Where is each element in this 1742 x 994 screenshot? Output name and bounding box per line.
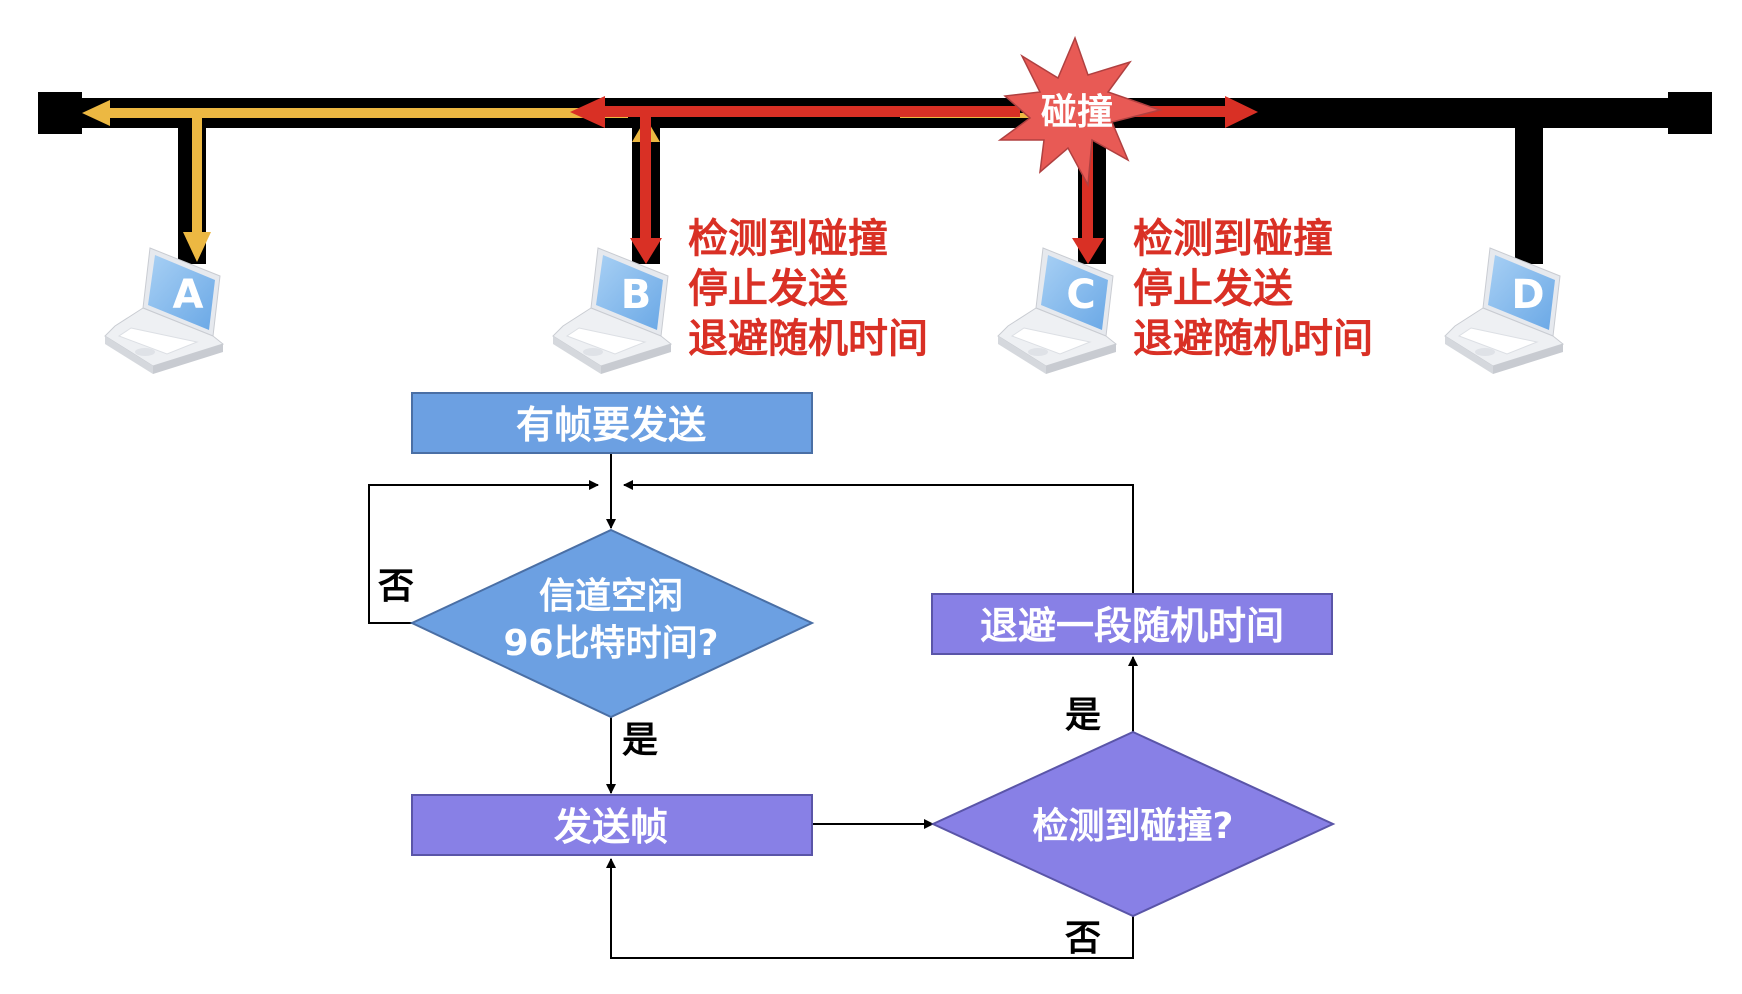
collision-arrowhead-right [1225, 96, 1258, 128]
collision-no-label: 否 [1065, 918, 1101, 959]
collision-line-left [600, 106, 1020, 117]
collision-yes-label: 是 [1065, 695, 1101, 736]
connector-detect-no-loop [606, 858, 1134, 959]
idle-no-label: 否 [378, 566, 414, 607]
send-frame-label: 发送帧 [554, 805, 668, 849]
collision-starburst: 碰撞 [997, 35, 1163, 188]
collision-arrowhead-left [570, 96, 605, 128]
decision-channel-idle [409, 528, 815, 719]
flowchart-connectors [368, 453, 1138, 959]
annotation-c: 检测到碰撞 停止发送 退避随机时间 [1133, 216, 1373, 362]
station-a: A [104, 247, 224, 375]
annotation-b-line-3: 退避随机时间 [688, 316, 928, 362]
station-b: B [552, 247, 672, 375]
collision-drop-b [640, 112, 651, 242]
starburst-icon [997, 35, 1163, 188]
connector-idle-no-loop [368, 480, 599, 624]
signal-a-drop [192, 113, 202, 233]
signal-a-line [108, 108, 628, 118]
station-d-label: D [1511, 272, 1544, 318]
signal-a-arrowhead-left [82, 100, 110, 126]
collision-signal [570, 96, 1258, 264]
annotation-b-line-2: 停止发送 [688, 266, 848, 312]
decision-collision-label: 检测到碰撞? [1033, 806, 1234, 847]
annotation-b: 检测到碰撞 停止发送 退避随机时间 [688, 216, 928, 362]
station-b-label: B [621, 272, 652, 318]
decision-idle-line-1: 信道空闲 [539, 576, 683, 617]
flowchart: 有帧要发送 信道空闲 96比特时间? 发送帧 检测到碰撞? 退避一段随机时间 否… [368, 392, 1336, 959]
backoff-box [931, 593, 1333, 655]
collision-label: 碰撞 [1041, 92, 1113, 133]
annotation-c-line-3: 退避随机时间 [1133, 316, 1373, 362]
drop-cable-d [1515, 124, 1543, 264]
collision-arrowhead-c [1072, 238, 1104, 264]
idle-yes-label: 是 [622, 720, 658, 761]
collision-arrowhead-b [630, 238, 662, 264]
station-c-label: C [1066, 272, 1095, 318]
decision-idle-line-2: 96比特时间? [504, 623, 719, 664]
station-d: D [1444, 247, 1564, 375]
backoff-label: 退避一段随机时间 [980, 604, 1284, 648]
station-c: C [997, 247, 1117, 375]
collision-drop-c [1082, 130, 1093, 242]
send-frame-box [411, 794, 813, 856]
collision-line-right [1120, 106, 1230, 117]
annotation-c-line-1: 检测到碰撞 [1133, 216, 1333, 262]
signal-a-arrowhead-down [183, 232, 211, 262]
start-box [411, 392, 813, 454]
annotation-c-line-2: 停止发送 [1133, 266, 1293, 312]
annotation-b-line-1: 检测到碰撞 [688, 216, 888, 262]
decision-collision-detected [930, 730, 1336, 918]
station-a-label: A [173, 272, 204, 318]
start-box-label: 有帧要发送 [516, 403, 706, 447]
connector-backoff-loop [623, 480, 1134, 594]
